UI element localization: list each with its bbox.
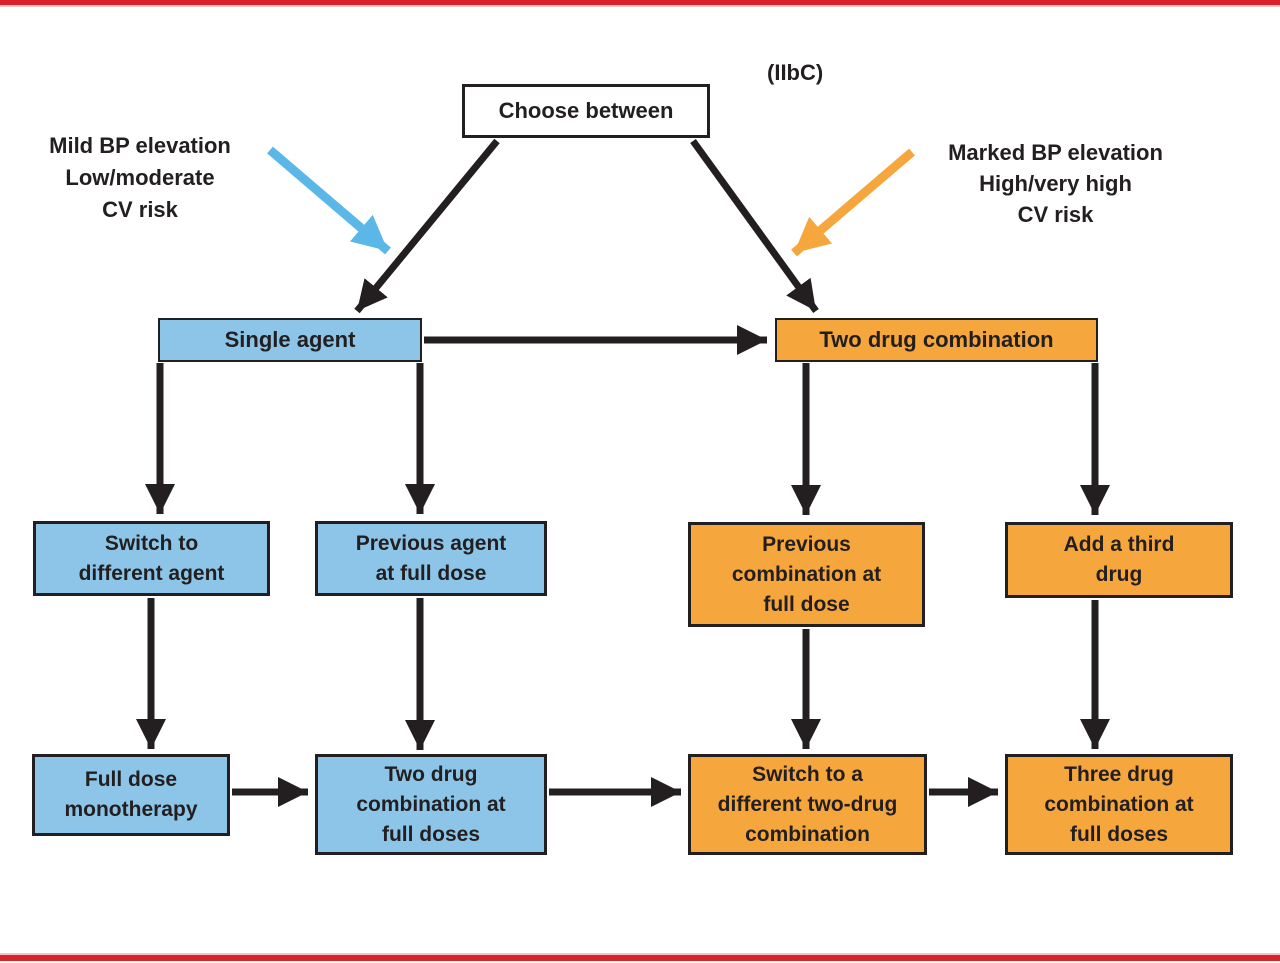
arrow-choose-to-two-drug: [690, 138, 819, 314]
node-three-drug-full-doses: Three drug combination at full doses: [1005, 754, 1233, 855]
top-red-rule: [0, 0, 1280, 5]
node-previous-agent-full-dose: Previous agent at full dose: [315, 521, 547, 596]
node-two-drug-combination: Two drug combination: [775, 318, 1098, 362]
node-two-drug-full-doses: Two drug combination at full doses: [315, 754, 547, 855]
marked-bp-annotation-arrow: [791, 148, 915, 257]
marked-bp-annotation: Marked BP elevation High/very high CV ri…: [948, 140, 1163, 227]
node-previous-combination-full-dose: Previous combination at full dose: [688, 522, 925, 627]
node-full-dose-monotherapy: Full dose monotherapy: [32, 754, 230, 836]
node-single-agent: Single agent: [158, 318, 422, 362]
node-switch-different-agent: Switch to different agent: [33, 521, 270, 596]
mild-bp-annotation-arrow: [267, 146, 391, 255]
node-choose-between: Choose between: [462, 84, 710, 138]
class-of-recommendation-code: (IIbC): [767, 60, 824, 85]
arrow-choose-to-single-agent: [354, 138, 500, 314]
node-add-third-drug: Add a third drug: [1005, 522, 1233, 598]
mild-bp-annotation: Mild BP elevation Low/moderate CV risk: [49, 133, 231, 222]
node-switch-two-drug-combination: Switch to a different two-drug combinati…: [688, 754, 927, 855]
bottom-red-rule: [0, 955, 1280, 961]
